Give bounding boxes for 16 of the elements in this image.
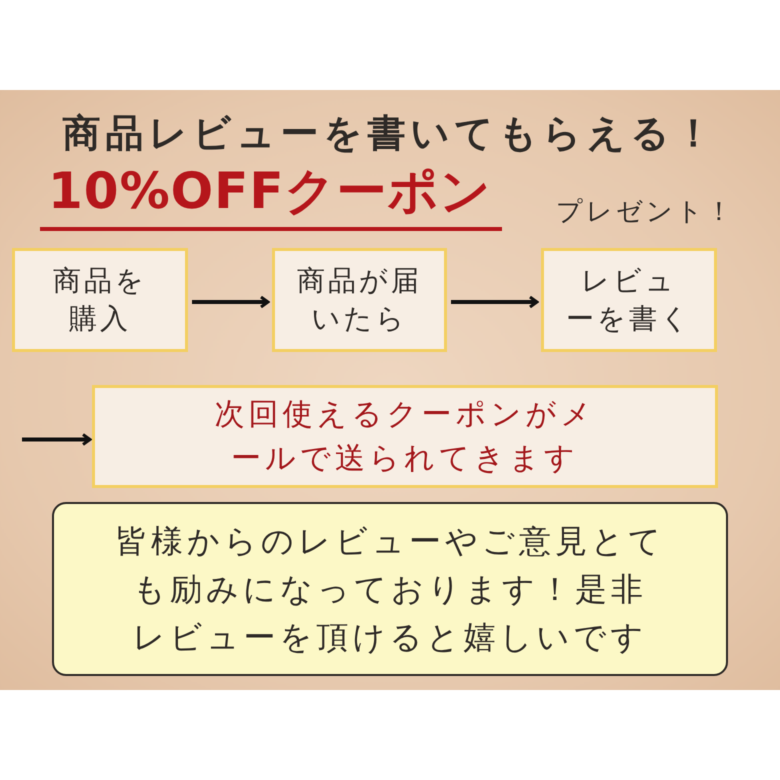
arrow [22,433,92,446]
step-box [12,248,188,352]
box-text: レビューを書く [565,263,693,337]
box-text: 次回使えるクーポンがメールで送られてきます [214,396,596,478]
title: 商品レビューを書いてもらえる！ [62,110,718,157]
box-text: 皆様からのレビューやご意見とても励みになっております！是非レビューを頂けると嬉しいです [114,521,666,658]
box-text: 商品を購入 [52,263,148,337]
coupon-heading: 10%OFFクーポン [40,158,502,231]
result-box [92,385,718,488]
step-box [541,248,717,352]
arrow [451,296,538,308]
step-box [272,248,447,352]
message-box [52,502,728,676]
box-text: 商品が届いたら [296,263,423,337]
present-text: プレゼント！ [556,196,735,229]
arrow [192,296,270,308]
